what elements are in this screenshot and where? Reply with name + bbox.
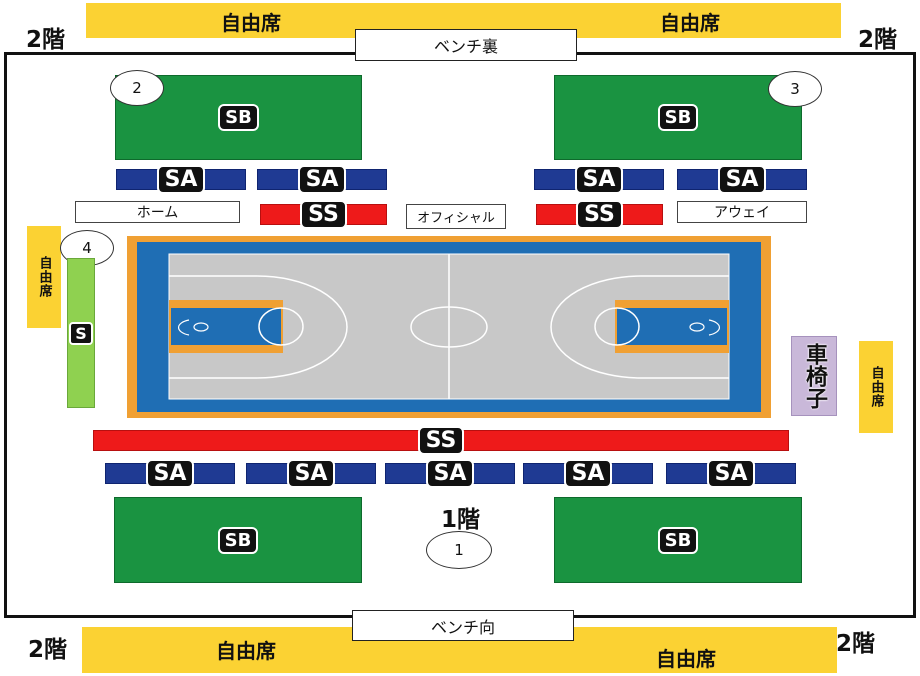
- ss-tag: SS: [300, 200, 347, 229]
- floor2-label: 2階: [26, 27, 66, 53]
- free-seat-label: 自由席: [221, 11, 281, 35]
- home-label: ホーム: [75, 201, 240, 223]
- sa-tag: SA: [425, 459, 475, 488]
- ss-tag: SS: [417, 426, 465, 455]
- ss-tag: SS: [576, 200, 623, 229]
- side-free-seating-right: 自由席: [859, 341, 893, 433]
- free-seat-label: 自由席: [656, 647, 716, 671]
- s-tag: S: [69, 321, 93, 345]
- restricted-arc-right: [708, 319, 721, 336]
- sa-block-top-2: SA: [257, 165, 387, 194]
- official-label: オフィシャル: [406, 204, 506, 229]
- sa-block-top-3: SA: [534, 165, 664, 194]
- rim-left: [193, 322, 209, 332]
- sa-tag: SA: [156, 165, 206, 194]
- sa-tag: SA: [706, 459, 756, 488]
- bench-back-sign: ベンチ裏: [355, 29, 577, 61]
- ss-block-bottom: SS: [93, 426, 789, 455]
- three-point-line-left: [169, 275, 348, 379]
- key-left: [171, 308, 281, 345]
- sa-block-bottom-4: SA: [523, 459, 653, 488]
- sa-tag: SA: [717, 165, 767, 194]
- ss-block-top-left: SS: [260, 200, 387, 229]
- free-seat-label: 自由席: [36, 256, 52, 298]
- sa-tag: SA: [563, 459, 613, 488]
- free-throw-arc-left: [280, 307, 304, 346]
- free-throw-arc-right: [594, 307, 618, 346]
- sb-block-top-right: SB: [554, 75, 802, 160]
- free-seat-label: 自由席: [868, 366, 884, 408]
- bench-front-sign: ベンチ向: [352, 610, 574, 641]
- ss-block-top-right: SS: [536, 200, 663, 229]
- s-block: S: [67, 258, 95, 408]
- entrance-1: 1: [426, 531, 492, 569]
- free-seat-label: 自由席: [216, 639, 276, 663]
- side-free-seating-left: 自由席: [27, 226, 61, 328]
- center-circle: [410, 306, 488, 348]
- sb-block-bottom-right: SB: [554, 497, 802, 583]
- sa-block-bottom-1: SA: [105, 459, 235, 488]
- wheelchair-label: 車椅子: [802, 343, 827, 409]
- away-label: アウェイ: [677, 201, 807, 223]
- wheelchair-area: 車椅子: [791, 336, 837, 416]
- sb-tag: SB: [218, 104, 259, 131]
- sa-tag: SA: [286, 459, 336, 488]
- rim-right: [689, 322, 705, 332]
- entrance-3: 3: [768, 71, 822, 107]
- free-throw-arc-right-inner: [616, 307, 640, 346]
- free-seat-label: 自由席: [660, 11, 720, 35]
- basketball-court: [127, 236, 771, 418]
- sa-block-bottom-5: SA: [666, 459, 796, 488]
- sa-tag: SA: [145, 459, 195, 488]
- sa-block-top-1: SA: [116, 165, 246, 194]
- entrance-2: 2: [110, 70, 164, 106]
- floor2-label: 2階: [836, 631, 876, 657]
- sa-block-top-4: SA: [677, 165, 807, 194]
- restricted-arc-left: [177, 319, 190, 336]
- free-throw-arc-left-inner: [258, 307, 282, 346]
- sb-tag: SB: [217, 526, 259, 554]
- sa-tag: SA: [574, 165, 624, 194]
- sa-tag: SA: [297, 165, 347, 194]
- sa-block-bottom-3: SA: [385, 459, 515, 488]
- floor2-label: 2階: [858, 27, 898, 53]
- floor1-label: 1階: [441, 507, 481, 533]
- key-right: [617, 308, 727, 345]
- sb-tag: SB: [657, 526, 699, 554]
- sb-block-bottom-left: SB: [114, 497, 362, 583]
- floor2-label: 2階: [28, 637, 68, 663]
- sa-block-bottom-2: SA: [246, 459, 376, 488]
- three-point-line-right: [550, 275, 729, 379]
- sb-tag: SB: [657, 104, 699, 131]
